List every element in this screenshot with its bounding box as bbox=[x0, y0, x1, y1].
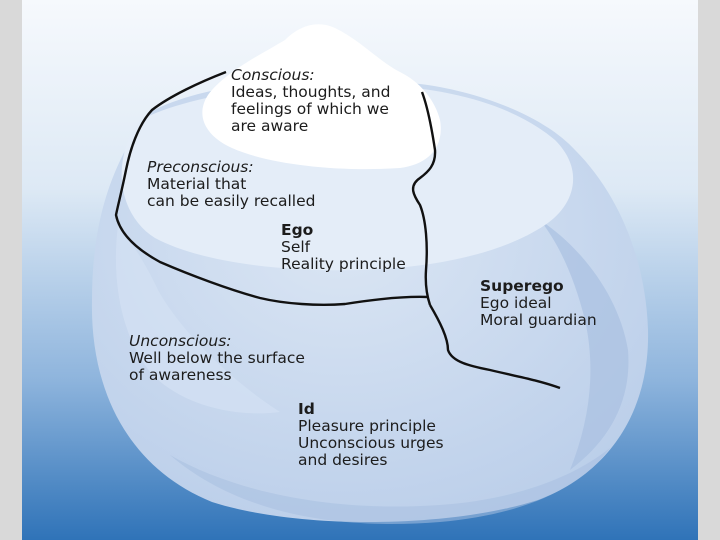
id-line-1: Pleasure principle bbox=[298, 417, 436, 435]
conscious-boundary-line bbox=[114, 70, 429, 306]
superego-label: Superego Ego ideal Moral guardian bbox=[480, 278, 597, 329]
unconscious-line-1: Well below the surface bbox=[129, 349, 305, 367]
id-heading: Id bbox=[298, 400, 315, 418]
iceberg-tip bbox=[202, 24, 441, 170]
preconscious-line-1: Material that bbox=[147, 175, 247, 193]
right-boundary-line bbox=[411, 91, 437, 306]
superego-heading: Superego bbox=[480, 277, 564, 295]
conscious-line-2: feelings of which we bbox=[231, 100, 389, 118]
conscious-line-1: Ideas, thoughts, and bbox=[231, 83, 391, 101]
unconscious-heading: Unconscious: bbox=[129, 332, 232, 350]
superego-boundary-line bbox=[428, 304, 561, 390]
ego-heading: Ego bbox=[281, 221, 314, 239]
unconscious-line-2: of awareness bbox=[129, 366, 232, 384]
iceberg-facet-left bbox=[115, 225, 280, 414]
ego-line-2: Reality principle bbox=[281, 255, 406, 273]
conscious-label: Conscious: Ideas, thoughts, and feelings… bbox=[231, 67, 390, 135]
superego-line-2: Moral guardian bbox=[480, 311, 597, 329]
unconscious-label: Unconscious: Well below the surface of a… bbox=[129, 333, 305, 384]
preconscious-heading: Preconscious: bbox=[147, 158, 254, 176]
iceberg-facet-bottom bbox=[170, 448, 610, 524]
conscious-heading: Conscious: bbox=[231, 66, 315, 84]
id-label: Id Pleasure principle Unconscious urges … bbox=[298, 401, 444, 469]
ego-line-1: Self bbox=[281, 238, 311, 256]
preconscious-line-2: can be easily recalled bbox=[147, 192, 316, 210]
id-line-3: and desires bbox=[298, 451, 388, 469]
iceberg-facet-right bbox=[540, 220, 629, 470]
ego-label: Ego Self Reality principle bbox=[281, 222, 406, 273]
conscious-line-3: are aware bbox=[231, 117, 309, 135]
preconscious-label: Preconscious: Material that can be easil… bbox=[147, 159, 315, 210]
id-line-2: Unconscious urges bbox=[298, 434, 444, 452]
superego-line-1: Ego ideal bbox=[480, 294, 552, 312]
